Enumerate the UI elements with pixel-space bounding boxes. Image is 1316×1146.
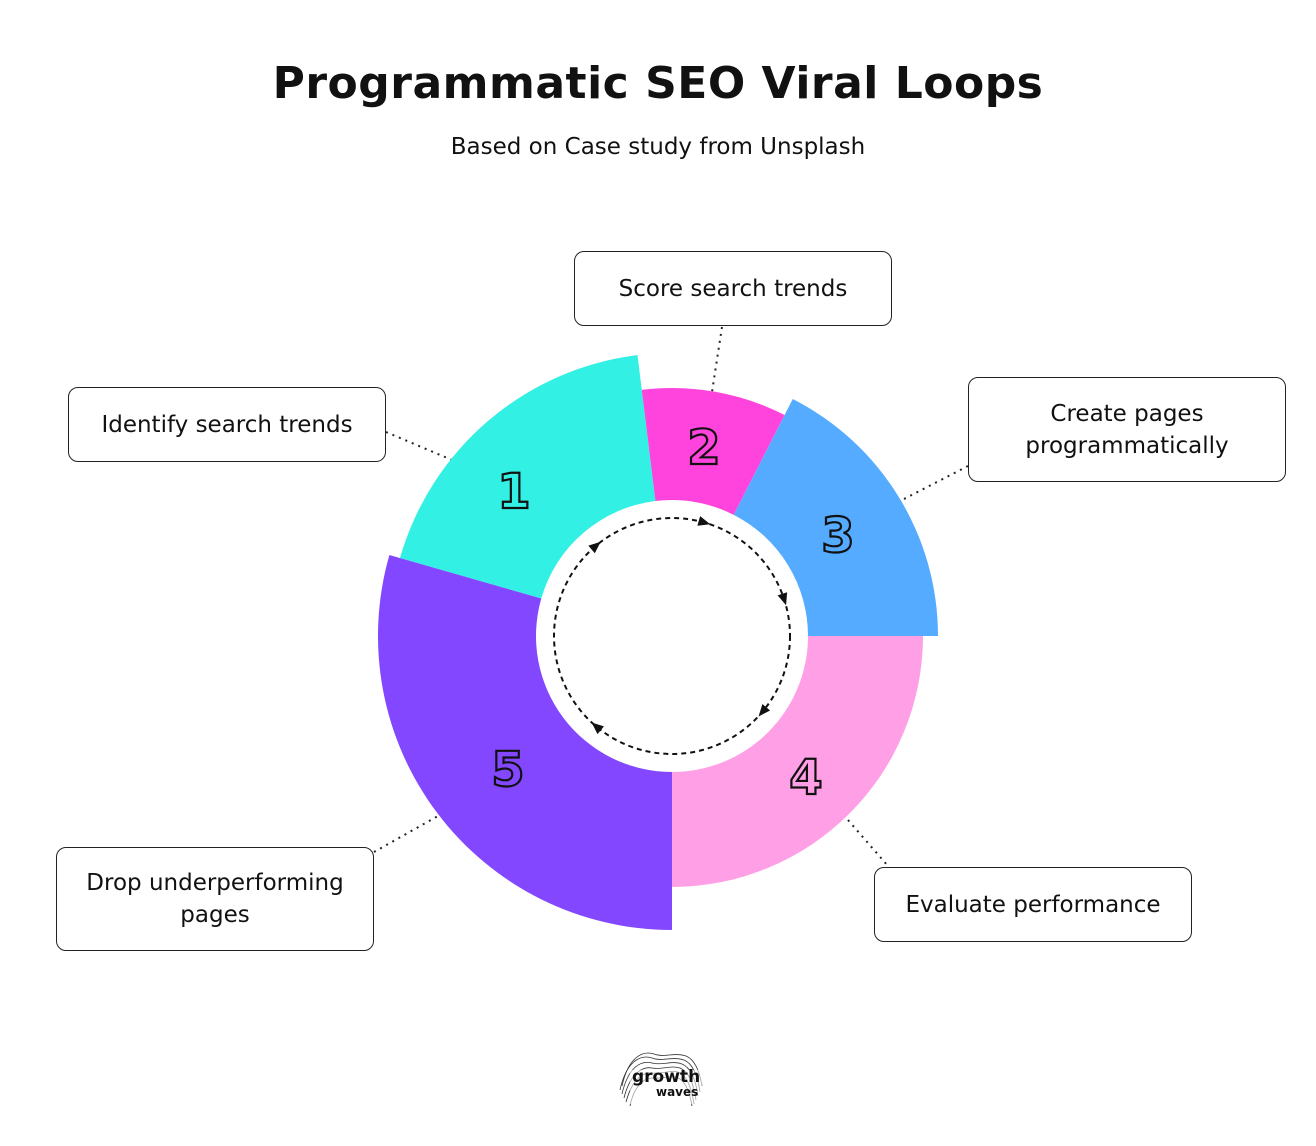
- step-label-5: Drop underperforming pages: [86, 870, 344, 928]
- step-box-4: Evaluate performance: [874, 867, 1192, 942]
- segment-3: [733, 398, 938, 636]
- step-number-2: 2: [687, 420, 720, 476]
- logo-line-2: waves: [656, 1085, 699, 1099]
- segment-2: [641, 388, 785, 515]
- connector-line-2: [711, 326, 723, 393]
- cycle-arrow-1: [697, 516, 711, 526]
- growth-waves-logo: [619, 1052, 703, 1107]
- cycle-arrow-5: [588, 541, 601, 554]
- logo-line-1: growth: [632, 1067, 701, 1087]
- cycle-arrows: [588, 516, 788, 735]
- connector-line-5: [373, 815, 439, 853]
- cycle-arrow-4: [591, 722, 604, 735]
- connector-line-4: [847, 819, 889, 867]
- connector-line-3: [901, 465, 969, 501]
- step-box-3: Create pages programmatically: [968, 377, 1286, 482]
- step-box-2: Score search trends: [574, 251, 892, 326]
- step-box-1: Identify search trends: [68, 387, 386, 462]
- page-title: Programmatic SEO Viral Loops: [272, 58, 1044, 109]
- step-number-3: 3: [821, 508, 854, 564]
- cycle-arrow-2: [777, 592, 788, 606]
- step-box-5: Drop underperforming pages: [56, 847, 374, 951]
- step-number-5: 5: [491, 742, 524, 798]
- step-label-2: Score search trends: [618, 275, 848, 302]
- step-number-4: 4: [789, 750, 822, 806]
- step-label-4: Evaluate performance: [905, 891, 1161, 918]
- step-label-3: Create pages programmatically: [1025, 400, 1229, 459]
- step-label-1: Identify search trends: [101, 411, 353, 438]
- segment-4: [672, 636, 923, 887]
- cycle-arrow-3: [758, 704, 771, 717]
- cycle-ring: [553, 517, 791, 755]
- page-subtitle: Based on Case study from Unsplash: [450, 134, 866, 160]
- logo-text: growth waves: [632, 1067, 701, 1100]
- step-number-1: 1: [497, 464, 530, 520]
- connector-line-1: [385, 431, 453, 461]
- segment-1: [399, 355, 656, 599]
- segment-5: [378, 554, 672, 930]
